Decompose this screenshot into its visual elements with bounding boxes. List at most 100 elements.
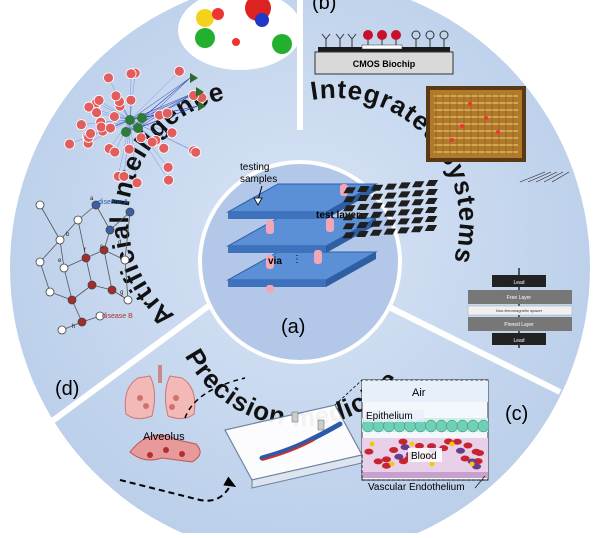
svg-text:⋮: ⋮ bbox=[292, 254, 302, 265]
epithelial-cell bbox=[446, 419, 458, 433]
lung-chip-cross-section: Air Epithelium Blood Vascular Endotheliu… bbox=[361, 379, 490, 493]
blood-cell bbox=[381, 456, 391, 463]
blood-cell bbox=[394, 453, 404, 460]
label-c: (c) bbox=[505, 403, 528, 425]
blood-cell bbox=[460, 455, 470, 462]
neural-network-graph bbox=[64, 65, 208, 189]
disease-node bbox=[45, 287, 55, 297]
cmos-biochip-label: CMOS Biochip bbox=[353, 59, 416, 69]
network-node bbox=[158, 142, 170, 154]
disease-node bbox=[57, 325, 67, 335]
network-node bbox=[161, 107, 173, 119]
disease-node bbox=[77, 317, 87, 327]
epithelial-cell bbox=[467, 419, 479, 433]
hub-node bbox=[133, 123, 143, 133]
colored-blobs-image bbox=[178, 0, 302, 70]
disease-node bbox=[59, 263, 69, 273]
node-letter-label: c bbox=[100, 244, 103, 250]
network-node bbox=[125, 68, 137, 80]
stack-spacer: Non-ferromagnetic spacer bbox=[496, 308, 543, 313]
blood-particle bbox=[429, 461, 435, 467]
dashed-arrow bbox=[119, 479, 231, 502]
network-node bbox=[125, 94, 137, 106]
disease-node bbox=[87, 280, 97, 290]
disease-node bbox=[95, 311, 105, 321]
blood-cell bbox=[398, 438, 408, 445]
dashed-arrow-head-icon bbox=[223, 476, 237, 487]
blood-cell bbox=[389, 446, 399, 453]
dashed-arrow-2 bbox=[184, 377, 246, 419]
network-node bbox=[64, 138, 75, 150]
air-label: Air bbox=[412, 387, 426, 399]
blood-cell bbox=[400, 444, 410, 451]
disease-node bbox=[35, 257, 45, 267]
network-node bbox=[83, 101, 95, 113]
blood-particle bbox=[409, 441, 415, 447]
blood-cell bbox=[475, 450, 485, 457]
network-node bbox=[123, 143, 135, 155]
disease-node bbox=[91, 200, 101, 210]
disease-a-label: disease A bbox=[98, 199, 129, 206]
organ-chip-device bbox=[224, 404, 363, 489]
node-letter-label: d bbox=[118, 240, 121, 246]
disease-node bbox=[120, 255, 130, 265]
testing-samples-line2: samples bbox=[240, 174, 277, 185]
sensor-mesh-array bbox=[342, 171, 570, 239]
blood-cell bbox=[455, 447, 465, 454]
hub-node bbox=[121, 127, 131, 137]
network-node bbox=[93, 94, 105, 106]
network-node bbox=[108, 111, 120, 122]
node-letter-label: g bbox=[120, 290, 123, 296]
epithelium-label: Epithelium bbox=[366, 411, 413, 422]
epithelial-cell bbox=[435, 419, 448, 433]
stack-pinned-layer: Pinned Layer bbox=[504, 322, 534, 328]
blood-cell bbox=[472, 463, 482, 470]
disease-node bbox=[99, 245, 109, 255]
network-node bbox=[173, 65, 185, 77]
alveolus-label: Alveolus bbox=[143, 431, 185, 443]
network-node bbox=[118, 171, 130, 182]
hub-node bbox=[137, 113, 147, 123]
network-node bbox=[166, 127, 178, 139]
disease-node bbox=[35, 200, 45, 210]
network-node bbox=[91, 107, 102, 119]
blood-particle bbox=[389, 461, 395, 467]
node-letter-label: h bbox=[72, 324, 75, 330]
hub-node bbox=[125, 115, 135, 125]
node-letter-label: b bbox=[66, 232, 70, 238]
network-node bbox=[95, 121, 107, 133]
label-a: (a) bbox=[281, 316, 305, 338]
network-node bbox=[109, 146, 121, 158]
blood-cell bbox=[452, 438, 462, 445]
label-d: (d) bbox=[55, 378, 79, 400]
disease-node bbox=[81, 253, 91, 263]
output-arrow-icon bbox=[190, 73, 198, 83]
node-letter-label: f bbox=[84, 248, 86, 254]
label-b: (b) bbox=[312, 0, 336, 14]
output-arrow-icon bbox=[196, 87, 204, 97]
network-node bbox=[131, 177, 143, 189]
node-letter-label: a bbox=[90, 196, 94, 202]
disease-node bbox=[55, 235, 65, 245]
testing-samples-line1: testing bbox=[240, 162, 269, 173]
vascular-endothelium-label: Vascular Endothelium bbox=[368, 482, 465, 493]
network-node bbox=[110, 90, 122, 102]
network-node bbox=[163, 174, 174, 186]
disease-node bbox=[123, 295, 133, 305]
stack-free-layer: Free Layer bbox=[507, 295, 532, 301]
blood-particle bbox=[369, 441, 375, 447]
disease-node bbox=[73, 215, 83, 225]
epithelial-cell bbox=[456, 419, 469, 433]
disease-node bbox=[67, 295, 77, 305]
stack-lead-bottom: Lead bbox=[513, 338, 524, 344]
network-node bbox=[135, 132, 147, 144]
electrode-array-photo bbox=[426, 86, 526, 162]
epithelial-cell bbox=[477, 419, 490, 433]
network-node bbox=[105, 122, 116, 134]
blood-label: Blood bbox=[411, 451, 437, 462]
network-node bbox=[85, 128, 96, 139]
arrow-head-icon bbox=[253, 197, 263, 206]
